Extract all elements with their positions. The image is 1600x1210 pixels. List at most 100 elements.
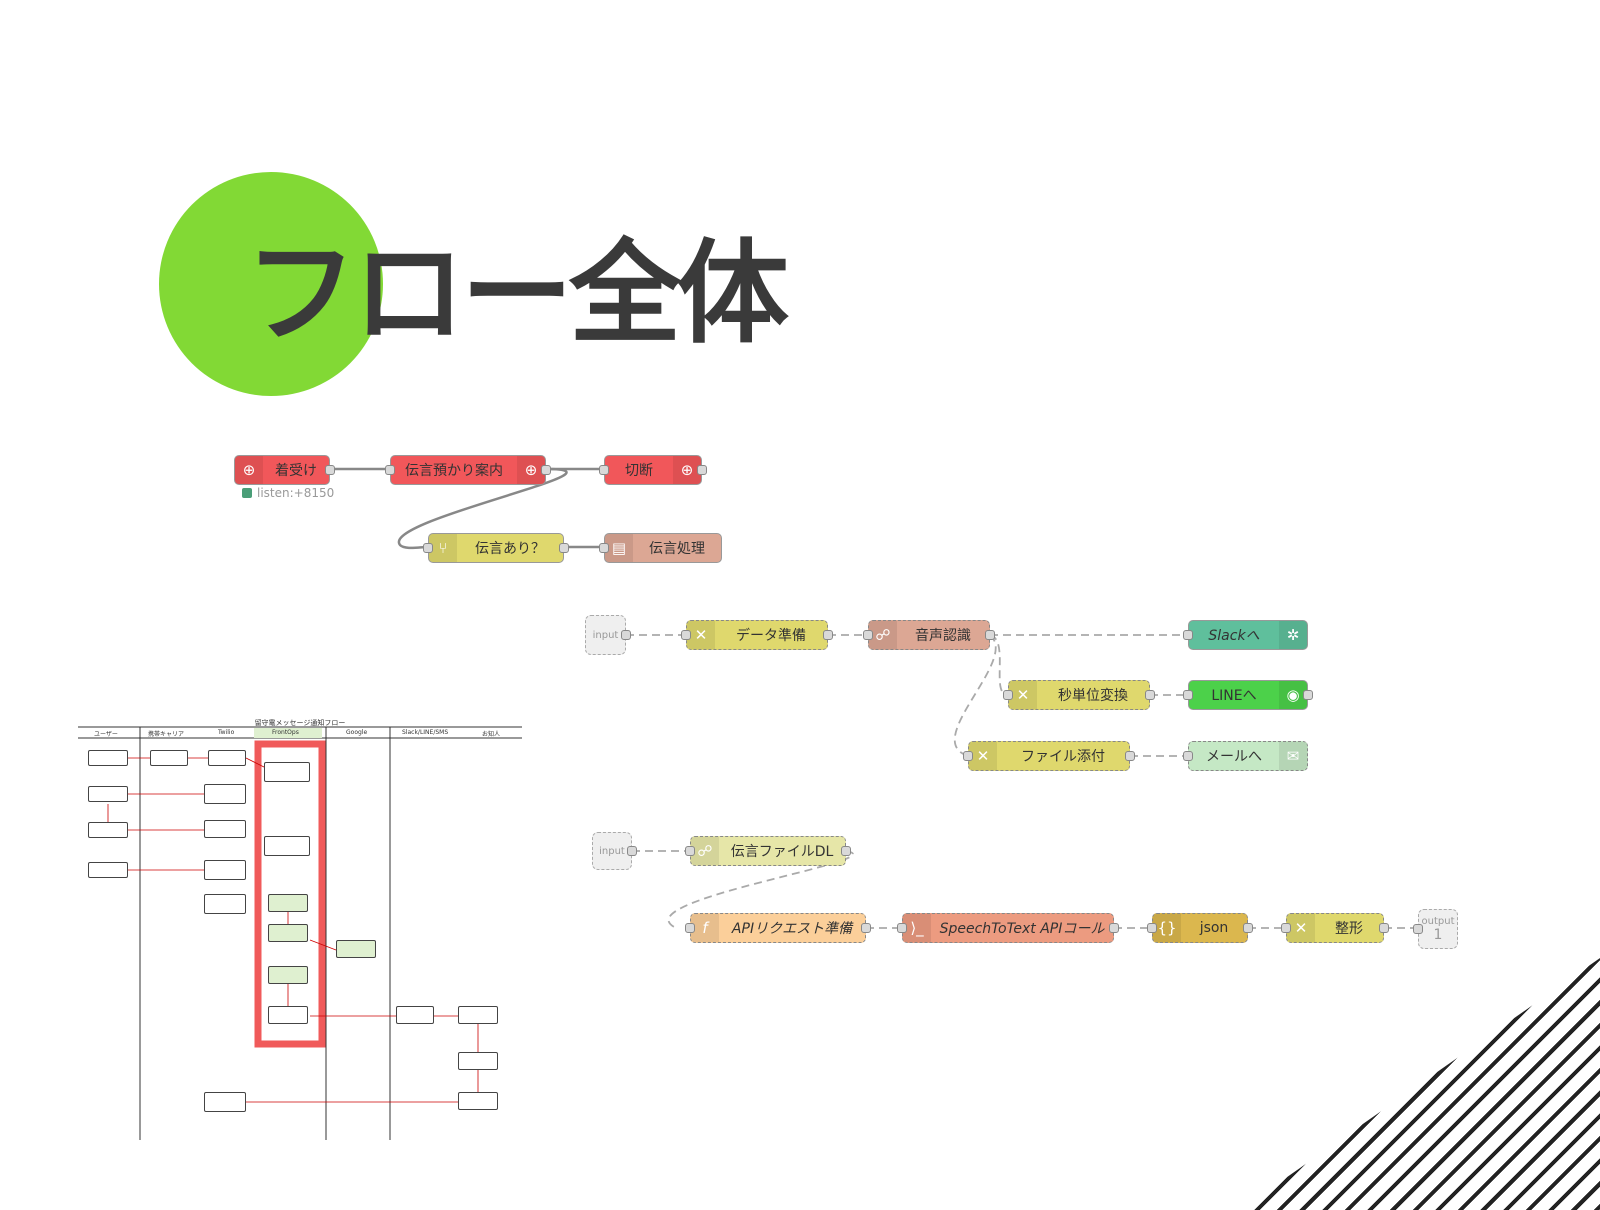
input-port[interactable] <box>423 543 433 553</box>
node-hangup[interactable]: 切断 ⊕ <box>599 455 707 485</box>
subflow-input[interactable]: input <box>592 832 637 870</box>
node-file-attach[interactable]: ✕ ファイル添付 <box>963 741 1135 771</box>
subflow-input[interactable]: input <box>585 615 631 655</box>
node-to-mail[interactable]: メールへ ✉ <box>1183 741 1308 771</box>
node-to-line[interactable]: LINEへ ◉ <box>1183 680 1313 710</box>
mail-icon: ✉ <box>1279 742 1307 770</box>
output-port[interactable] <box>541 465 551 475</box>
input-port[interactable] <box>1281 923 1291 933</box>
input-port[interactable] <box>1183 751 1193 761</box>
flowchart-box <box>204 894 246 914</box>
input-port[interactable] <box>685 846 695 856</box>
flowchart-box <box>268 1006 308 1024</box>
output-port[interactable] <box>841 846 851 856</box>
subflow-output[interactable]: output 1 <box>1413 909 1458 949</box>
status-dot <box>242 488 252 498</box>
switch-icon: ⑂ <box>429 534 457 562</box>
flowchart-lines <box>78 726 522 1140</box>
output-port[interactable] <box>1379 923 1389 933</box>
output-port[interactable] <box>627 846 637 856</box>
link-icon: ☍ <box>691 837 719 865</box>
input-port[interactable] <box>1183 630 1193 640</box>
flowchart-box <box>458 1092 498 1110</box>
node-json[interactable]: {} json <box>1147 913 1253 943</box>
output-port[interactable] <box>1145 690 1155 700</box>
flowchart-box <box>458 1052 498 1070</box>
output-port[interactable] <box>1125 751 1135 761</box>
output-port[interactable] <box>1109 923 1119 933</box>
output-port[interactable] <box>621 630 631 640</box>
node-message-file-dl[interactable]: ☍ 伝言ファイルDL <box>685 836 851 866</box>
flowchart-box <box>88 786 128 802</box>
output-port[interactable] <box>559 543 569 553</box>
input-port[interactable] <box>685 923 695 933</box>
function-icon: f <box>691 914 719 942</box>
output-port[interactable] <box>985 630 995 640</box>
output-port[interactable] <box>823 630 833 640</box>
slack-icon: ✲ <box>1279 621 1307 649</box>
node-has-message[interactable]: ⑂ 伝言あり？ <box>423 533 569 563</box>
http-icon: ⟩_ <box>903 914 931 942</box>
link-icon: ☍ <box>869 621 897 649</box>
flowchart-box <box>336 940 376 958</box>
node-to-slack[interactable]: Slackへ ✲ <box>1183 620 1308 650</box>
json-icon: {} <box>1153 914 1181 942</box>
flowchart-box <box>88 750 128 766</box>
accent-circle <box>159 172 383 396</box>
flowchart-box <box>204 820 246 838</box>
node-format[interactable]: ✕ 整形 <box>1281 913 1389 943</box>
change-icon: ✕ <box>1009 681 1037 709</box>
flowchart-box <box>88 822 128 838</box>
input-port[interactable] <box>681 630 691 640</box>
flowchart-box <box>204 784 246 804</box>
twilio-icon: ⊕ <box>673 456 701 484</box>
node-status: listen:+8150 <box>242 486 334 500</box>
twilio-icon: ⊕ <box>235 456 263 484</box>
output-port[interactable] <box>697 465 707 475</box>
line-icon: ◉ <box>1279 681 1307 709</box>
flowchart-box <box>268 924 308 942</box>
node-data-prep[interactable]: ✕ データ準備 <box>681 620 833 650</box>
input-port[interactable] <box>1003 690 1013 700</box>
flowchart-box <box>264 836 310 856</box>
flowchart-box <box>204 1092 246 1112</box>
input-port[interactable] <box>897 923 907 933</box>
input-port[interactable] <box>1183 690 1193 700</box>
input-port[interactable] <box>599 543 609 553</box>
twilio-icon: ⊕ <box>517 456 545 484</box>
input-port[interactable] <box>863 630 873 640</box>
input-port[interactable] <box>1413 924 1423 934</box>
flowchart-box <box>268 966 308 984</box>
slide-title: フロー全体 <box>245 229 789 359</box>
flowchart-title: 留守電メッセージ通知フロー <box>254 719 346 727</box>
swimlane-flowchart: 留守電メッセージ通知フロー ユーザー 携帯キャリア Twi <box>78 718 522 1140</box>
subflow-icon: ▤ <box>605 534 633 562</box>
node-seconds-convert[interactable]: ✕ 秒単位変換 <box>1003 680 1155 710</box>
input-port[interactable] <box>1147 923 1157 933</box>
node-incoming-call[interactable]: ⊕ 着受け <box>234 455 335 485</box>
flowchart-box <box>88 862 128 878</box>
flowchart-box <box>396 1006 434 1024</box>
flowchart-box <box>264 762 310 782</box>
output-port[interactable] <box>1303 690 1313 700</box>
node-api-request-prep[interactable]: f APIリクエスト準備 <box>685 913 871 943</box>
output-port[interactable] <box>861 923 871 933</box>
output-port[interactable] <box>1243 923 1253 933</box>
flowchart-lane-labels: ユーザー 携帯キャリア Twilio FrontOps Google Slack… <box>94 729 501 738</box>
change-icon: ✕ <box>1287 914 1315 942</box>
change-icon: ✕ <box>969 742 997 770</box>
input-port[interactable] <box>599 465 609 475</box>
node-message-guide[interactable]: 伝言預かり案内 ⊕ <box>385 455 551 485</box>
flowchart-box <box>458 1006 498 1024</box>
flowchart-box <box>268 894 308 912</box>
output-port[interactable] <box>325 465 335 475</box>
input-port[interactable] <box>963 751 973 761</box>
flowchart-box <box>204 860 246 880</box>
node-speech-recognition[interactable]: ☍ 音声認識 <box>863 620 995 650</box>
change-icon: ✕ <box>687 621 715 649</box>
input-port[interactable] <box>385 465 395 475</box>
node-speech-api-call[interactable]: ⟩_ SpeechToText APIコール <box>897 913 1119 943</box>
flowchart-box <box>150 750 188 766</box>
node-message-process[interactable]: ▤ 伝言処理 <box>599 533 722 563</box>
